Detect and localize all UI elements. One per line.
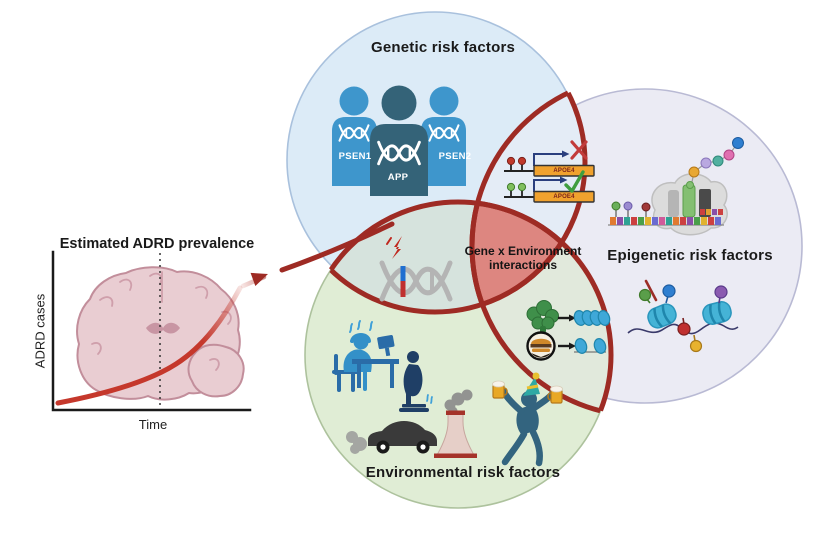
alcohol-party-icon [492,372,563,467]
blocked-x-icon [570,140,588,160]
gene-label-app: APP [387,172,409,183]
broccoli-icon [526,300,559,333]
gene-label-psen1: PSEN1 [338,151,372,162]
dna-lollipops [611,201,651,217]
apoe4-methylation-diagram [504,140,595,203]
obesity-scale-icon [399,351,433,412]
check-icon [564,170,585,193]
stress-marks [349,320,373,333]
nucleosomes-histone-marks-icon [627,279,739,353]
y-axis-label: ADRD cases [32,293,48,369]
chart-axes [51,250,252,412]
apoe4-label-1: APOE4 [553,168,575,174]
brain-illustration [76,266,245,401]
closed-chromatin-icon [571,308,613,328]
epigenetic-environmental-region [472,202,611,416]
intersection-outlines [302,73,614,419]
methylation-lollipop-green-icon [506,182,527,197]
chart-title: Estimated ADRD prevalence [59,236,255,252]
center-label-line1: Gene x Environment [464,244,582,258]
venn-diagram [286,11,803,509]
burger-icon [526,331,556,361]
dna-mutation-lightning-icon [379,236,453,302]
x-axis-label: Time [138,417,168,432]
exhaust-smoke [346,431,367,454]
transcription-machinery-methylated-dna-icon [608,137,744,236]
apoe4-label-2: APOE4 [553,194,575,200]
prevalence-curve [55,285,243,406]
methylation-lollipop-red-icon [506,156,527,171]
stressed-worker-desk-icon [332,320,399,392]
beer-mug-icon [492,380,508,399]
prevalence-chart [51,250,252,412]
dark-red-arrow-icon [240,221,395,289]
center-interaction-label: Gene x Environment interactions [458,244,588,272]
open-chromatin-icon [572,336,609,356]
environmental-title: Environmental risk factors [365,464,561,481]
beer-mug-icon [547,385,563,404]
dna-sequence-squares [610,209,723,225]
car-exhaust-icon [346,421,437,454]
epigenetic-title: Epigenetic risk factors [607,247,773,264]
genetic-title: Genetic risk factors [370,39,516,56]
factory-cooling-tower-icon [434,389,477,458]
center-label-line2: interactions [488,257,557,272]
three-people-with-dna-icon [332,85,466,196]
genetic-epigenetic-region [472,76,585,312]
gene-label-psen2: PSEN2 [438,151,472,162]
diet-chromatin-diagram [526,300,613,361]
